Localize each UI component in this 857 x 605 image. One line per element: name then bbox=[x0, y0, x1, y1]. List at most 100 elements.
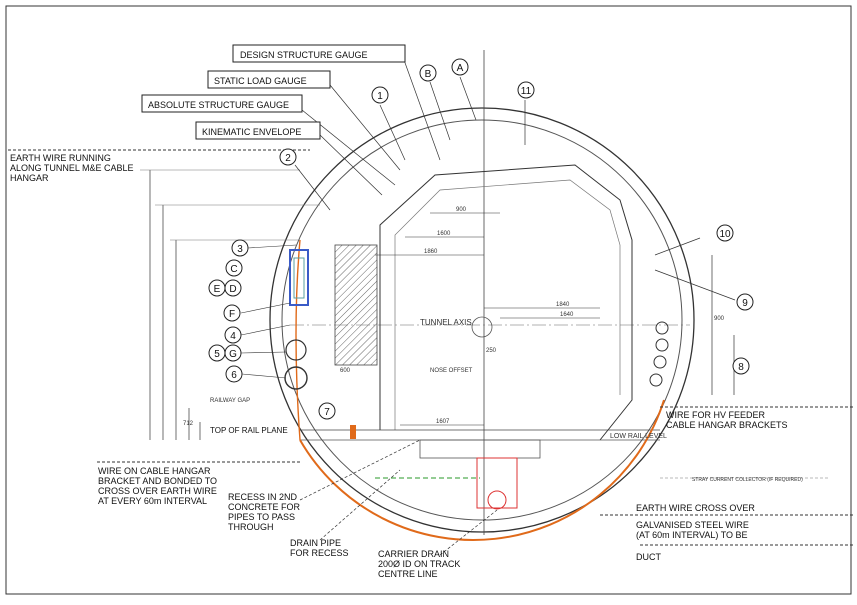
absolute-structure-gauge-box bbox=[141, 94, 303, 113]
svg-text:4: 4 bbox=[230, 331, 236, 342]
svg-text:3: 3 bbox=[237, 244, 243, 255]
earth-wire-arc bbox=[299, 399, 665, 542]
callout-2: 2 bbox=[279, 148, 297, 166]
hv-cable-1 bbox=[655, 321, 669, 335]
earth-cross-over-label: EARTH WIRE CROSS OVER bbox=[636, 503, 755, 513]
leader-F bbox=[240, 302, 291, 314]
dim-right-900-label: 900 bbox=[714, 316, 725, 322]
earth-wire-clamp bbox=[350, 425, 356, 439]
dim-900-label: 900 bbox=[456, 207, 467, 213]
dim-1607-label: 1607 bbox=[436, 419, 450, 425]
leader-9 bbox=[654, 269, 736, 301]
low-rail-label: LOW RAIL LEVEL bbox=[610, 433, 667, 440]
svg-text:10: 10 bbox=[719, 229, 731, 240]
svg-text:B: B bbox=[425, 69, 432, 80]
top-of-rail-label: TOP OF RAIL PLANE bbox=[210, 426, 288, 435]
svg-text:A: A bbox=[457, 63, 464, 74]
static-load-gauge-label: STATIC LOAD GAUGE bbox=[214, 76, 307, 86]
leader-10 bbox=[654, 237, 701, 256]
leader-4 bbox=[240, 324, 291, 336]
leader-recess bbox=[299, 439, 421, 501]
kinematic-envelope-label: KINEMATIC ENVELOPE bbox=[202, 127, 301, 137]
earth-wire-label-2: ALONG TUNNEL M&E CABLE bbox=[10, 163, 134, 173]
recess-label-2: CONCRETE FOR bbox=[228, 502, 301, 512]
static-load-gauge-box bbox=[207, 70, 331, 89]
design-structure-gauge-label: DESIGN STRUCTURE GAUGE bbox=[240, 50, 368, 60]
svg-text:1: 1 bbox=[377, 91, 383, 102]
wire-cable-label-4: AT EVERY 60m INTERVAL bbox=[98, 496, 207, 506]
cable-bundle-g bbox=[285, 339, 307, 361]
callout-3: 3 bbox=[231, 239, 249, 257]
callout-9: 9 bbox=[736, 293, 754, 311]
kinematic-envelope-box bbox=[195, 121, 321, 140]
recess-label-4: THROUGH bbox=[228, 522, 274, 532]
leader-B bbox=[429, 81, 451, 141]
leader-1 bbox=[379, 104, 406, 161]
hv-cable-3 bbox=[653, 355, 667, 369]
earth-wire-label-1: EARTH WIRE RUNNING bbox=[10, 153, 111, 163]
leader-drain bbox=[319, 469, 401, 541]
galvanised-label-1: GALVANISED STEEL WIRE bbox=[636, 520, 749, 530]
callout-8: 8 bbox=[732, 357, 750, 375]
galvanised-label-2: (AT 60m INTERVAL) TO BE bbox=[636, 530, 748, 540]
dim-712-label: 712 bbox=[183, 421, 194, 427]
wire-cable-label-2: BRACKET AND BONDED TO bbox=[98, 476, 217, 486]
tunnel-axis-label: TUNNEL AXIS bbox=[420, 318, 472, 327]
leader-6 bbox=[241, 373, 287, 379]
callout-1: 1 bbox=[371, 86, 389, 104]
svg-text:2: 2 bbox=[285, 153, 291, 164]
svg-text:5: 5 bbox=[214, 349, 220, 360]
carrier-drain-pipe bbox=[487, 490, 507, 510]
earth-wire-label-3: HANGAR bbox=[10, 173, 49, 183]
dim-1860-label: 1860 bbox=[424, 249, 438, 255]
hv-feeder-label-1: WIRE FOR HV FEEDER bbox=[666, 410, 766, 420]
hv-cable-4 bbox=[649, 373, 663, 387]
leader-A bbox=[459, 76, 477, 121]
dim-1840-label: 1840 bbox=[556, 302, 570, 308]
carrier-drain-label-3: CENTRE LINE bbox=[378, 569, 438, 579]
callout-7: 7 bbox=[318, 402, 336, 420]
earth-wire-side bbox=[295, 239, 301, 441]
drain-pipe-label-1: DRAIN PIPE bbox=[290, 538, 341, 548]
callout-11: 11 bbox=[517, 81, 535, 99]
leader-dsg bbox=[403, 59, 441, 161]
dim-1600-label: 1600 bbox=[437, 231, 451, 237]
leader-G bbox=[240, 351, 287, 354]
duct-label: DUCT bbox=[636, 552, 661, 562]
svg-text:C: C bbox=[230, 264, 237, 275]
carrier-drain-label-2: 200Ø ID ON TRACK bbox=[378, 559, 460, 569]
svg-text:11: 11 bbox=[521, 86, 532, 97]
hv-cable-2 bbox=[655, 338, 669, 352]
track-slab bbox=[419, 439, 541, 459]
svg-text:6: 6 bbox=[231, 370, 237, 381]
dim-250-label: 250 bbox=[486, 348, 497, 354]
structure-gauge-outline bbox=[379, 164, 633, 441]
recess-label-1: RECESS IN 2ND bbox=[228, 492, 298, 502]
svg-text:9: 9 bbox=[742, 298, 748, 309]
callout-5: 5 bbox=[208, 344, 226, 362]
cable-bracket-inner bbox=[293, 257, 305, 299]
design-structure-gauge-box bbox=[232, 44, 406, 63]
walkway-hatched-block bbox=[334, 244, 378, 366]
svg-text:F: F bbox=[229, 309, 235, 320]
callout-A: A bbox=[451, 58, 469, 76]
wire-cable-label-1: WIRE ON CABLE HANGAR bbox=[98, 466, 211, 476]
carrier-drain-label-1: CARRIER DRAIN bbox=[378, 549, 449, 559]
callout-D: D bbox=[224, 279, 242, 297]
svg-text:E: E bbox=[214, 284, 221, 295]
callout-4: 4 bbox=[224, 326, 242, 344]
callout-G: G bbox=[224, 344, 242, 362]
dim-600-label: 600 bbox=[340, 368, 351, 374]
callout-B: B bbox=[419, 64, 437, 82]
stray-current-label: STRAY CURRENT COLLECTOR (IF REQUIRED) bbox=[692, 477, 803, 483]
leader-3 bbox=[247, 244, 297, 249]
leader-carrier bbox=[439, 509, 498, 556]
callout-10: 10 bbox=[716, 224, 734, 242]
absolute-structure-gauge-label: ABSOLUTE STRUCTURE GAUGE bbox=[148, 100, 289, 110]
svg-text:8: 8 bbox=[738, 362, 744, 373]
hv-feeder-label-2: CABLE HANGAR BRACKETS bbox=[666, 420, 788, 430]
carrier-drain-sump bbox=[476, 457, 518, 509]
dim-1640-label: 1640 bbox=[560, 312, 574, 318]
